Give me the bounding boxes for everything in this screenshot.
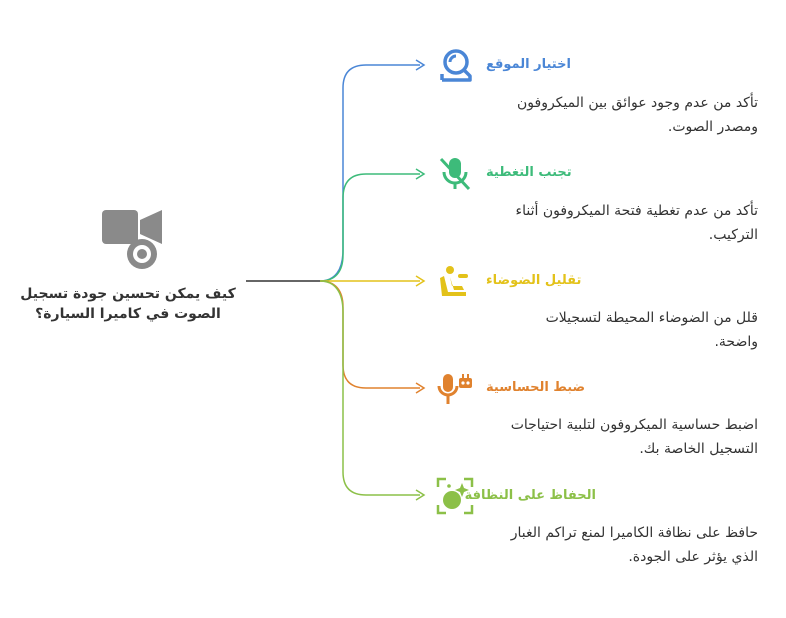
item-desc-location-line-1: تأكد من عدم وجود عوائق بين الميكروفون bbox=[516, 95, 758, 111]
arrow-4 bbox=[415, 382, 426, 394]
branch-line-5 bbox=[319, 280, 420, 496]
item-desc-adjust-sensitivity-line-2: التسجيل الخاصة بك. bbox=[639, 441, 758, 457]
branch-line-4 bbox=[319, 280, 420, 389]
item-desc-reduce-noise: قلل من الضوضاء المحيطة لتسجيلات واضحة. bbox=[486, 306, 758, 354]
central-question-line-2: الصوت في كاميرا السيارة؟ bbox=[35, 306, 221, 322]
item-desc-reduce-noise-line-1: قلل من الضوضاء المحيطة لتسجيلات bbox=[545, 310, 758, 326]
item-desc-location-line-2: ومصدر الصوت. bbox=[667, 119, 758, 135]
item-title-keep-clean: الحفاظ على النظافة bbox=[464, 488, 596, 503]
item-title-location: اختيار الموقع bbox=[486, 57, 571, 72]
branch-line-1 bbox=[319, 64, 420, 282]
mic-off-icon bbox=[436, 155, 474, 193]
arrow-5 bbox=[415, 489, 426, 501]
seat-icon bbox=[436, 262, 474, 300]
item-title-reduce-noise: تقليل الضوضاء bbox=[486, 273, 582, 288]
item-desc-reduce-noise-line-2: واضحة. bbox=[714, 334, 758, 350]
item-title-adjust-sensitivity: ضبط الحساسية bbox=[486, 380, 586, 395]
branch-line-2 bbox=[319, 173, 420, 282]
item-desc-keep-clean: حافظ على نظافة الكاميرا لمنع تراكم الغبا… bbox=[486, 521, 758, 569]
item-desc-keep-clean-line-1: حافظ على نظافة الكاميرا لمنع تراكم الغبا… bbox=[510, 525, 758, 541]
item-desc-avoid-covering-line-1: تأكد من عدم تغطية فتحة الميكروفون أثناء bbox=[515, 203, 758, 219]
video-camera-icon bbox=[100, 208, 164, 270]
item-title-avoid-covering: تجنب التغطية bbox=[486, 165, 572, 180]
item-desc-avoid-covering: تأكد من عدم تغطية فتحة الميكروفون أثناء … bbox=[486, 199, 758, 247]
arrow-1 bbox=[415, 59, 426, 71]
mic-settings-icon bbox=[436, 369, 474, 407]
central-question-line-1: كيف يمكن تحسين جودة تسجيل bbox=[20, 286, 236, 302]
item-desc-avoid-covering-line-2: التركيب. bbox=[708, 227, 758, 243]
item-desc-adjust-sensitivity-line-1: اضبط حساسية الميكروفون لتلبية احتياجات bbox=[510, 417, 758, 433]
sparkle-clean-icon bbox=[436, 477, 474, 515]
item-desc-adjust-sensitivity: اضبط حساسية الميكروفون لتلبية احتياجات ا… bbox=[486, 413, 758, 461]
item-desc-location: تأكد من عدم وجود عوائق بين الميكروفون وم… bbox=[486, 91, 758, 139]
central-question: كيف يمكن تحسين جودة تسجيل الصوت في كامير… bbox=[18, 284, 238, 324]
arrow-3 bbox=[415, 275, 426, 287]
arrow-2 bbox=[415, 168, 426, 180]
location-camera-icon bbox=[436, 46, 474, 84]
item-desc-keep-clean-line-2: الذي يؤثر على الجودة. bbox=[628, 549, 758, 565]
